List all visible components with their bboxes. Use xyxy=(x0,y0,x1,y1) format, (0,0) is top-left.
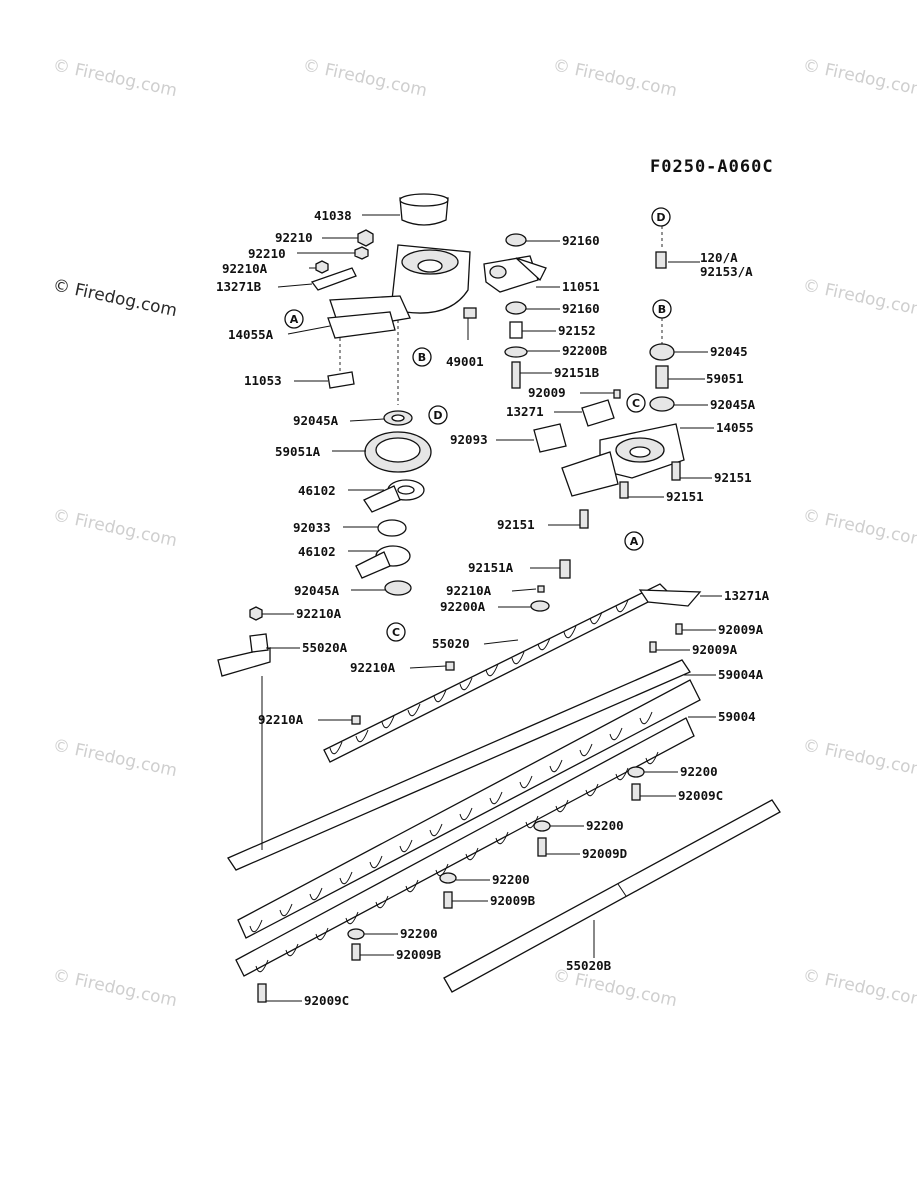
part-label: 59004A xyxy=(718,667,764,682)
part-label: 55020 xyxy=(432,636,470,651)
watermark: © Firedog.com xyxy=(301,55,429,101)
part-label: 92210A xyxy=(446,583,492,598)
callouts: A B D C D B C A xyxy=(284,207,672,642)
part-label: 92200A xyxy=(440,599,486,614)
watermark: © Firedog.com xyxy=(51,505,179,551)
part-label: 92151B xyxy=(554,365,600,380)
part-label: 59051 xyxy=(706,371,744,386)
part-label: 92151 xyxy=(497,517,535,532)
svg-text:C: C xyxy=(632,397,640,410)
watermark: © Firedog.com xyxy=(801,275,917,321)
part-label: 120/A xyxy=(700,250,738,265)
part-label: 92033 xyxy=(293,520,331,535)
part-label: 92210A xyxy=(258,712,304,727)
part-labels: 41038 92210 92210 92210A 13271B 14055A 1… xyxy=(216,208,770,1008)
part-label: 59051A xyxy=(275,444,321,459)
part-label: 92009A xyxy=(718,622,764,637)
part-label: 92045A xyxy=(710,397,756,412)
part-label: 92152 xyxy=(558,323,596,338)
part-label: 59004 xyxy=(718,709,756,724)
leader-lines xyxy=(261,214,722,1002)
callout-d: D xyxy=(651,207,671,227)
part-label: 11053 xyxy=(244,373,282,388)
part-label: 14055 xyxy=(716,420,754,435)
part-label: 92009C xyxy=(678,788,723,803)
part-label: 92009B xyxy=(396,947,442,962)
part-label: 92045A xyxy=(293,413,339,428)
diagram-code: F0250-A060C xyxy=(650,157,774,177)
part-label: 92009B xyxy=(490,893,536,908)
callout-c: C xyxy=(386,622,406,642)
part-label: 13271B xyxy=(216,279,262,294)
callout-b: B xyxy=(652,299,672,319)
part-label: 92200 xyxy=(400,926,438,941)
part-label: 14055A xyxy=(228,327,274,342)
svg-text:D: D xyxy=(656,211,665,224)
part-label: 92200 xyxy=(680,764,718,779)
part-label: 11051 xyxy=(562,279,600,294)
svg-text:A: A xyxy=(290,313,299,326)
callout-a: A xyxy=(624,531,644,551)
part-label: 46102 xyxy=(298,483,336,498)
blades xyxy=(227,559,781,1003)
watermark: © Firedog.com xyxy=(51,55,179,101)
part-label: 55020B xyxy=(566,958,612,973)
part-label: 46102 xyxy=(298,544,336,559)
part-label: 92210A xyxy=(296,606,342,621)
part-label: 92210 xyxy=(248,246,286,261)
part-label: 92151 xyxy=(714,470,752,485)
watermark: © Firedog.com xyxy=(801,965,917,1011)
watermark: © Firedog.com xyxy=(801,55,917,101)
part-label: 55020A xyxy=(302,640,348,655)
part-label: 92009 xyxy=(528,385,566,400)
watermark: © Firedog.com xyxy=(551,55,679,101)
watermarks: © Firedog.com © Firedog.com © Firedog.co… xyxy=(51,55,917,1011)
watermark: © Firedog.com xyxy=(801,505,917,551)
part-label: 92009D xyxy=(582,846,627,861)
part-label: 13271A xyxy=(724,588,770,603)
watermark: © Firedog.com xyxy=(801,735,917,781)
part-label: 92200 xyxy=(586,818,624,833)
watermark: © Firedog.com xyxy=(51,275,179,321)
svg-text:B: B xyxy=(418,351,426,364)
part-label: 92160 xyxy=(562,233,600,248)
callout-c: C xyxy=(626,393,646,413)
part-label: 92045A xyxy=(294,583,340,598)
watermark: © Firedog.com xyxy=(51,965,179,1011)
svg-text:B: B xyxy=(658,303,666,316)
part-label: 92009C xyxy=(304,993,349,1008)
part-label: 92045 xyxy=(710,344,748,359)
svg-text:C: C xyxy=(392,626,400,639)
watermark: © Firedog.com xyxy=(51,735,179,781)
part-label: 92151 xyxy=(666,489,704,504)
part-label: 92009A xyxy=(692,642,738,657)
right-assembly xyxy=(483,226,685,529)
part-label: 49001 xyxy=(446,354,484,369)
part-label: 92153/A xyxy=(700,264,753,279)
svg-text:D: D xyxy=(433,409,442,422)
part-label: 92210A xyxy=(222,261,268,276)
part-label: 41038 xyxy=(314,208,352,223)
part-label: 92160 xyxy=(562,301,600,316)
part-label: 13271 xyxy=(506,404,544,419)
part-label: 92151A xyxy=(468,560,514,575)
part-label: 92093 xyxy=(450,432,488,447)
svg-text:A: A xyxy=(630,535,639,548)
callout-d: D xyxy=(428,405,448,425)
callout-a: A xyxy=(284,309,304,329)
part-label: 92210A xyxy=(350,660,396,675)
left-assembly xyxy=(217,193,477,677)
callout-b: B xyxy=(412,347,432,367)
part-label: 92200B xyxy=(562,343,608,358)
part-label: 92200 xyxy=(492,872,530,887)
part-label: 92210 xyxy=(275,230,313,245)
